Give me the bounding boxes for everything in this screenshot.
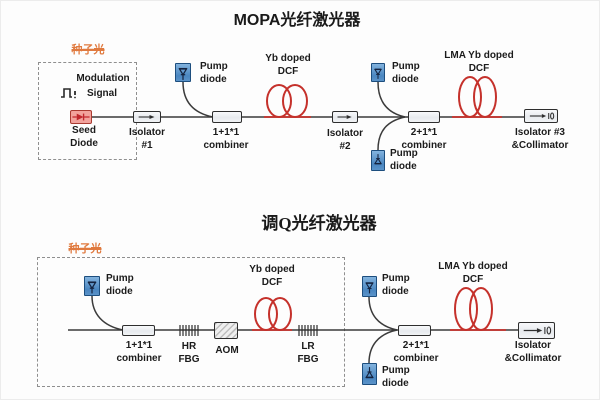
isolator3-label: Isolator #3 &Collimator (511, 127, 569, 151)
isolator1-label: Isolator #1 (128, 127, 166, 151)
lr-fbg-grating-icon (298, 325, 318, 336)
seed-diode-box (70, 110, 92, 124)
modulation-signal-label: Modulation (76, 73, 130, 84)
pump-diode-box (362, 363, 377, 385)
pump-diode-icon (365, 282, 374, 294)
collimator-lens-icon (548, 112, 555, 120)
pump-diode-label: Pump diode (200, 61, 228, 85)
combiner-1x1-box (212, 111, 242, 123)
fiber-coil-icon (454, 287, 493, 331)
pump-diode-box (362, 276, 377, 297)
isolator3-collimator-box (524, 109, 558, 123)
isolator2-box (332, 111, 358, 123)
pump-diode-box (175, 63, 191, 82)
pump-diode-box (371, 63, 385, 82)
pump-diode-label: Pump diode (382, 365, 410, 389)
isolator-arrow-icon (529, 113, 547, 119)
seed-light-label-top: 种子光 (71, 44, 105, 56)
combiner-1x1-label: 1+1*1 combiner (116, 340, 162, 364)
pulse-icon (60, 86, 78, 100)
lma-yb-dcf-label: LMA Yb doped DCF (444, 50, 514, 74)
pump-diode-icon (374, 154, 382, 165)
seed-light-label-bottom: 种子光 (68, 243, 102, 255)
isolator2-label: Isolator #2 (326, 128, 364, 152)
aom-box (214, 322, 238, 339)
pump-diode-icon (374, 68, 382, 79)
aom-label: AOM (215, 345, 239, 356)
doped-fiber-segments (252, 116, 506, 331)
pump-fiber-curves (91, 81, 406, 364)
seed-section-dashed-box-bottom (37, 257, 345, 387)
isolator1-box (133, 111, 161, 123)
seed-diode-label: Seed Diode (70, 125, 98, 149)
collimator-lens-icon (544, 326, 552, 335)
combiner-2x1-box (408, 111, 440, 123)
pump-diode-label: Pump diode (382, 273, 410, 297)
combiner-2x1-label: 2+1*1 combiner (401, 127, 447, 151)
combiner-1x1-label: 1+1*1 combiner (203, 127, 249, 151)
hr-fbg-grating-icon (179, 325, 199, 336)
isolator-collimator-label: Isolator &Collimator (504, 340, 562, 364)
isolator-arrow-icon (523, 328, 543, 333)
diagram-title-qswitch: 调Q光纤激光器 (261, 214, 377, 233)
fiber-coil-icon (458, 76, 497, 118)
combiner-2x1-box (398, 325, 431, 336)
lma-yb-dcf-label: LMA Yb doped DCF (438, 261, 508, 285)
lr-fbg-label: LR FBG (297, 341, 319, 365)
hr-fbg-label: HR FBG (178, 341, 200, 365)
fiber-coil-icon (266, 84, 308, 118)
pump-diode-label: Pump diode (392, 61, 420, 85)
laser-diode-icon (72, 113, 90, 121)
combiner-1x1-box (122, 325, 155, 336)
isolator-collimator-box (518, 322, 555, 339)
pump-diode-box (371, 150, 385, 171)
modulation-signal-label-2: Signal (86, 88, 118, 99)
pump-diode-icon (87, 281, 97, 294)
pump-diode-label: Pump diode (390, 148, 418, 172)
fiber-coil-icon (254, 297, 292, 331)
pump-diode-icon (365, 367, 374, 379)
diagram-title-mopa: MOPA光纤激光器 (233, 12, 361, 29)
pump-diode-icon (178, 67, 188, 80)
yb-dcf-label: Yb doped DCF (265, 53, 311, 77)
pump-diode-box (84, 276, 100, 296)
isolator-arrow-icon (337, 115, 352, 119)
isolator-arrow-icon (138, 115, 155, 119)
combiner-2x1-label: 2+1*1 combiner (393, 340, 439, 364)
yb-dcf-label: Yb doped DCF (249, 264, 295, 288)
pump-diode-label: Pump diode (106, 273, 134, 297)
